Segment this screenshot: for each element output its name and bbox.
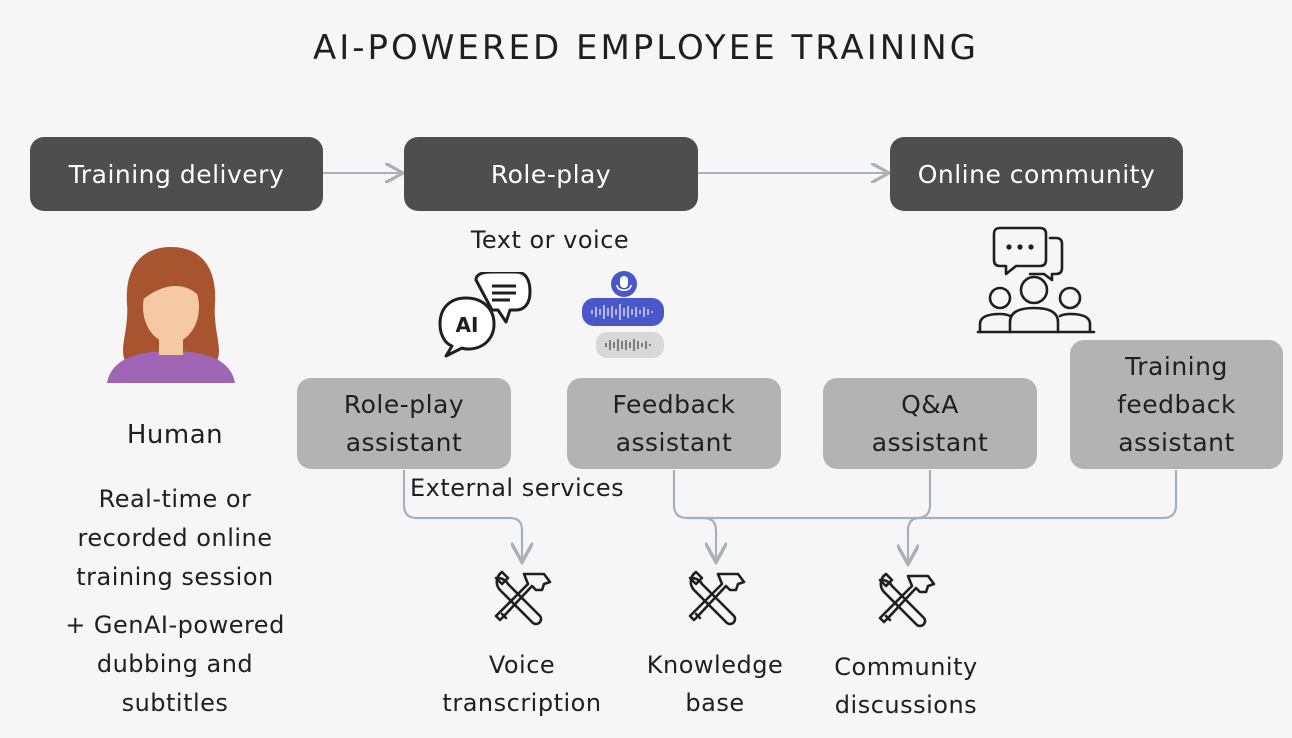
assistant-training-feedback: Training feedback assistant [1070,340,1283,469]
stage-label: Training delivery [69,160,284,189]
service-label-line: Knowledge [630,646,800,684]
service-label-line: Community [810,648,1002,686]
assistant-qa: Q&A assistant [823,378,1037,469]
human-extra-line: dubbing and [40,645,310,684]
stage-label: Role-play [491,160,611,189]
assistant-label-line: assistant [872,424,989,462]
community-discussion-icon [976,224,1098,336]
tools-icon [492,568,554,630]
human-description-line: recorded online [40,519,310,558]
stage-online-community: Online community [890,137,1183,211]
human-avatar-icon [103,243,239,383]
assistant-label-line: Q&A [901,386,959,424]
connector-training-feedback-assistant [908,470,1176,562]
tools-icon [876,570,938,632]
stage-label: Online community [918,160,1156,189]
service-knowledge-base: Knowledge base [630,646,800,722]
assistant-label-line: feedback [1117,386,1236,424]
assistant-label-line: Feedback [612,386,735,424]
stage-training-delivery: Training delivery [30,137,323,211]
human-description-line: training session [40,558,310,597]
stage-role-play: Role-play [404,137,698,211]
service-voice-transcription: Voice transcription [420,646,624,722]
assistant-feedback: Feedback assistant [567,378,781,469]
service-label-line: base [630,684,800,722]
external-services-label: External services [410,474,660,502]
human-description: Real-time or recorded online training se… [40,480,310,597]
human-label: Human [75,420,275,450]
human-extra-line: subtitles [40,684,310,723]
roleplay-mode-label: Text or voice [430,226,670,254]
voice-message-icon [580,270,670,362]
service-label-line: transcription [420,684,624,722]
service-label-line: Voice [420,646,624,684]
connector-qa-assistant [687,470,930,518]
ai-badge-text: AI [456,313,479,337]
connector-feedback-assistant [674,470,716,560]
assistant-label-line: assistant [346,424,463,462]
tools-icon [686,568,748,630]
assistant-label-line: Training [1125,348,1228,386]
assistant-label-line: assistant [616,424,733,462]
human-extra-line: + GenAI-powered [40,606,310,645]
assistant-label-line: Role-play [344,386,464,424]
human-genai-extra: + GenAI-powered dubbing and subtitles [40,606,310,723]
assistant-label-line: assistant [1118,424,1235,462]
service-community-discussions: Community discussions [810,648,1002,724]
human-description-line: Real-time or [40,480,310,519]
service-label-line: discussions [810,686,1002,724]
ai-chat-icon: AI [436,272,532,358]
assistant-role-play: Role-play assistant [297,378,511,469]
